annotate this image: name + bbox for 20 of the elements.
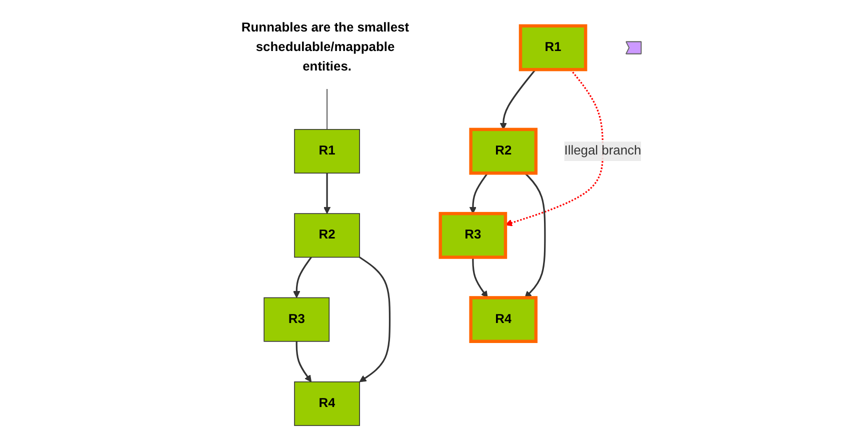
edge-label: Illegal branch xyxy=(564,144,642,158)
connector xyxy=(326,88,328,130)
node-box: R1 xyxy=(294,129,360,174)
node-box: R2 xyxy=(469,128,538,175)
arrow xyxy=(472,257,488,298)
arrow xyxy=(524,172,546,298)
arrow xyxy=(359,256,391,382)
node-box: R4 xyxy=(469,296,538,344)
node-box: R1 xyxy=(518,24,588,72)
node-text: Runnables are the smallest schedulable/mappable entities. xyxy=(241,21,410,74)
arrow xyxy=(505,69,604,226)
node-box: R4 xyxy=(294,381,360,426)
node-box: R3 xyxy=(264,297,330,342)
arrow xyxy=(293,256,312,298)
arrow xyxy=(469,172,488,214)
arrow xyxy=(500,69,536,130)
node-box: R3 xyxy=(438,212,508,259)
node-box: R2 xyxy=(294,213,360,258)
arrow xyxy=(323,173,331,214)
arrow xyxy=(296,341,312,382)
